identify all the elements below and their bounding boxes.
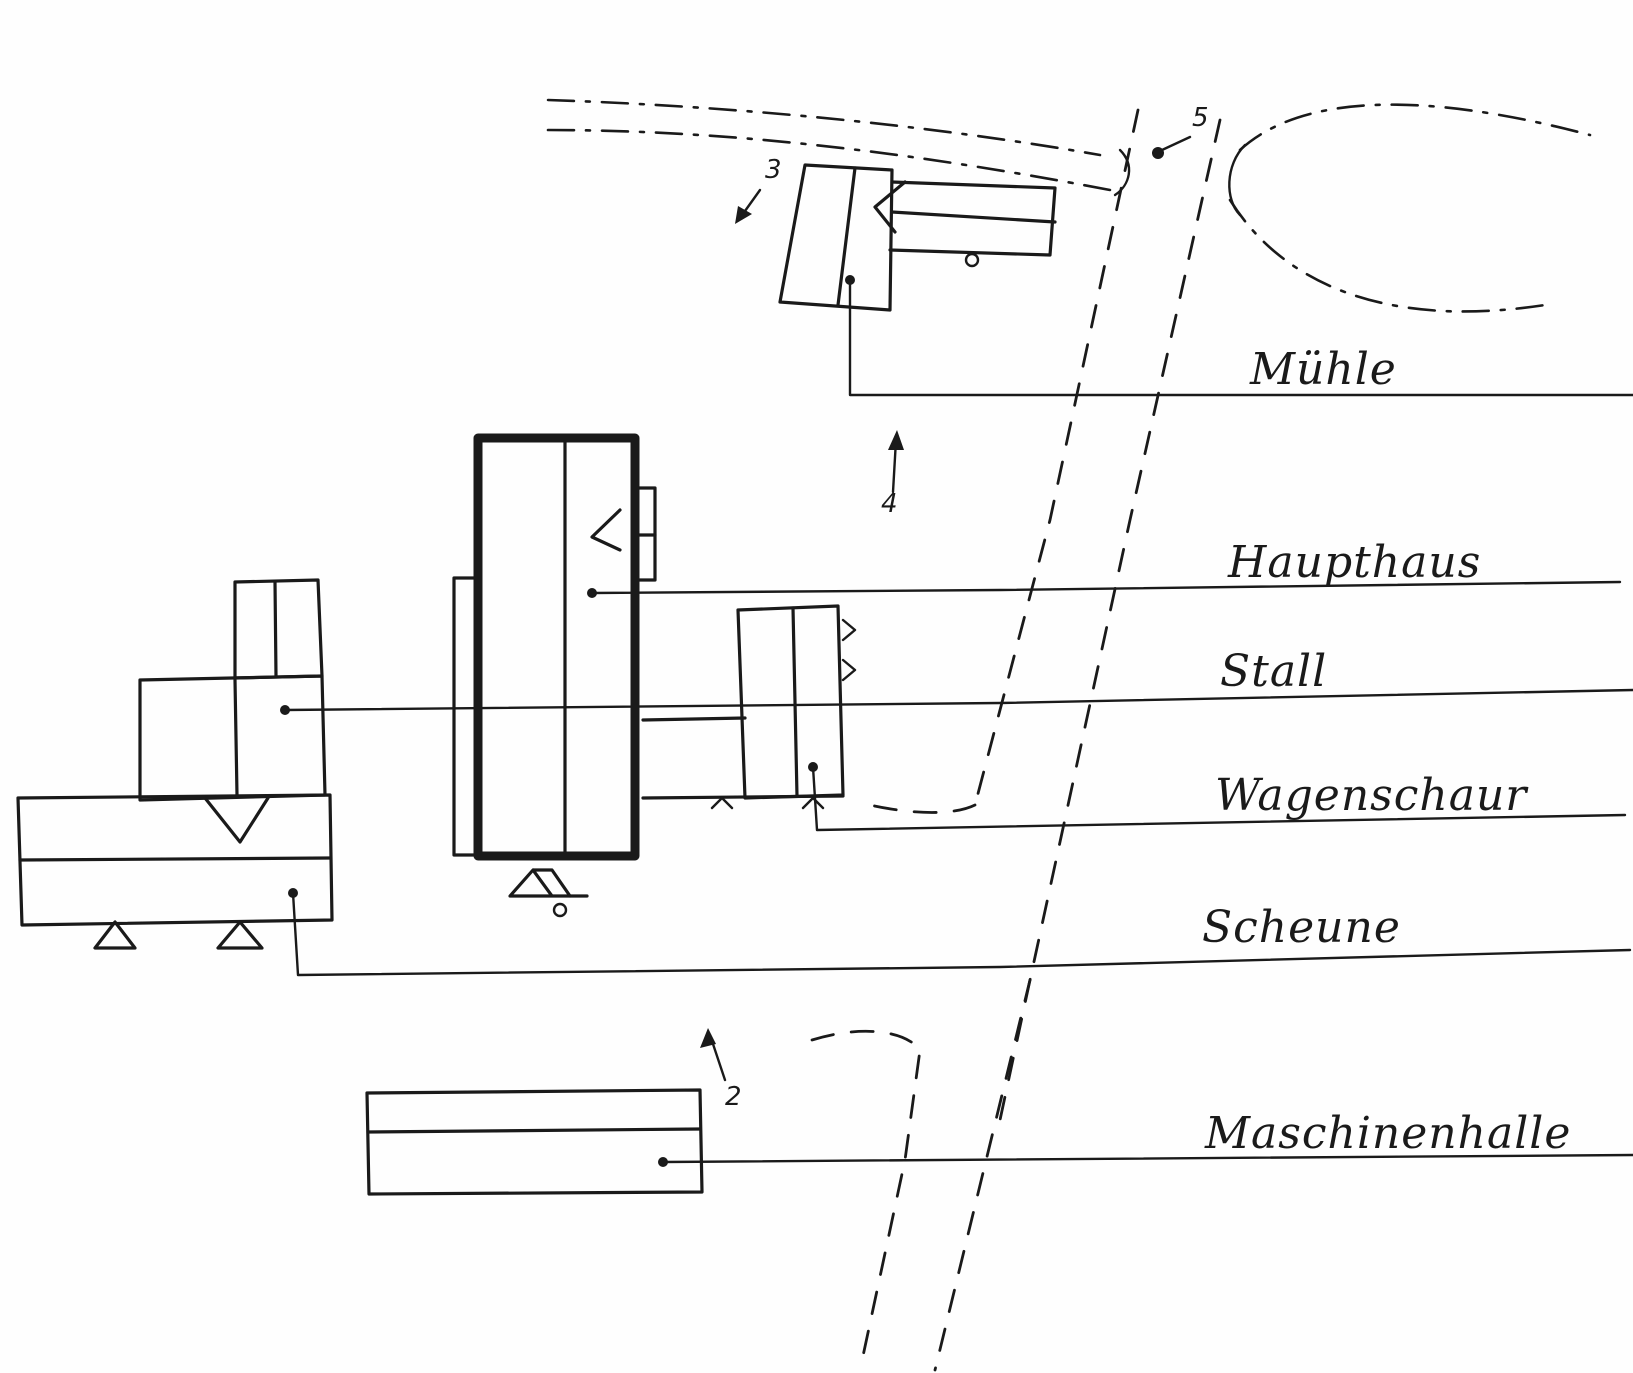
- stream-line-upper: [546, 98, 1102, 157]
- viewpoint-arrow-3: [735, 188, 762, 224]
- building-muehle: [778, 163, 1057, 312]
- bridge-left: [1113, 148, 1131, 197]
- road-right-edge: [933, 118, 1222, 1372]
- road-lower-left-edge: [868, 803, 977, 814]
- viewpoint-arrow-5: [1152, 135, 1192, 159]
- stream-loop-lower: [1228, 198, 1547, 313]
- label-haupthaus: Haupthaus: [1227, 537, 1481, 588]
- viewpoint-arrow-4: [888, 430, 904, 494]
- leader-haupthaus: [590, 580, 1622, 595]
- building-haupthaus: [452, 433, 657, 918]
- road-left-edge: [973, 108, 1140, 807]
- road-paths: [546, 98, 1592, 1372]
- label-maschinenhalle: Maschinenhalle: [1204, 1108, 1571, 1159]
- bridge-right: [1228, 143, 1247, 217]
- label-wagenschauer: Wagenschaur: [1215, 770, 1529, 821]
- leader-maschinenhalle: [661, 1153, 1633, 1164]
- label-scheune: Scheune: [1202, 902, 1401, 953]
- viewpoint-label-2: 2: [725, 1082, 742, 1112]
- road-lower-continuation: [998, 978, 1032, 1122]
- lower-curved-path: [810, 1029, 922, 1372]
- leader-scheune: [291, 891, 1632, 977]
- stream-loop-right: [1238, 103, 1592, 152]
- leader-lines: [283, 278, 1633, 1164]
- building-stall: [138, 578, 327, 802]
- building-scheune: [16, 793, 334, 950]
- stream-line-lower: [546, 128, 1112, 192]
- viewpoint-arrow-2: [700, 1028, 727, 1082]
- building-maschinenhalle: [365, 1088, 704, 1196]
- leader-muehle: [848, 278, 1633, 397]
- leader-stall: [283, 688, 1633, 712]
- leader-wagenschauer: [811, 765, 1627, 832]
- label-stall: Stall: [1220, 646, 1327, 697]
- viewpoint-label-3: 3: [765, 155, 782, 185]
- label-muehle: Mühle: [1249, 344, 1397, 395]
- viewpoint-label-5: 5: [1192, 103, 1209, 133]
- viewpoint-label-4: 4: [881, 489, 898, 519]
- viewpoint-arrows: [700, 135, 1192, 1082]
- building-wagenschauer: [641, 604, 857, 810]
